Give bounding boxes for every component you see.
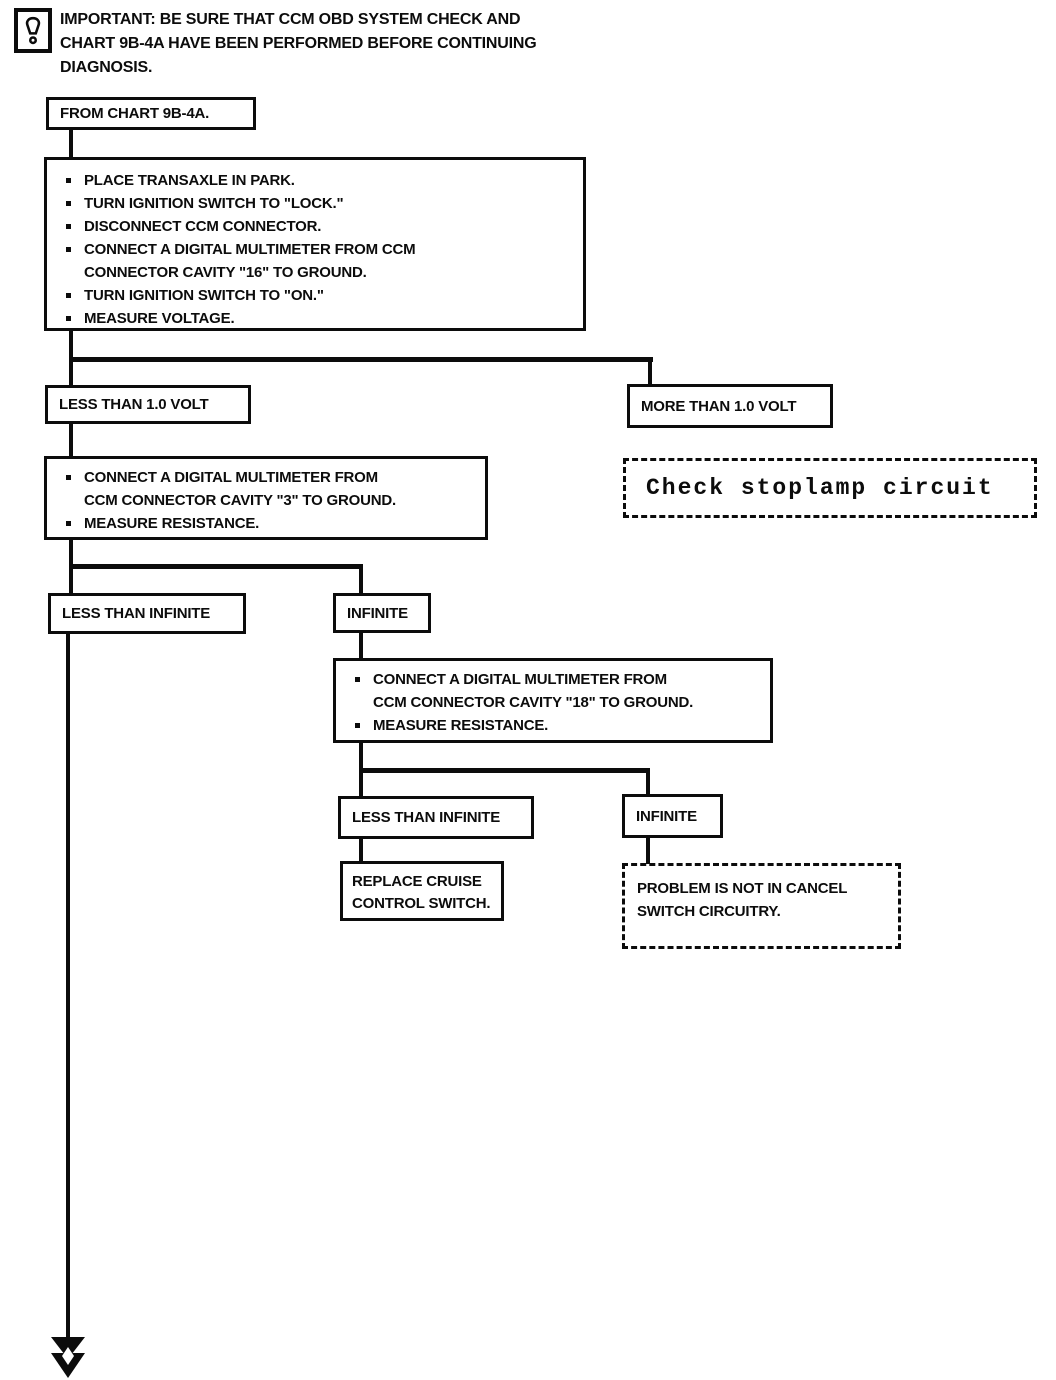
step-item: DISCONNECT CCM CONNECTOR. <box>63 215 495 238</box>
connector-line <box>359 631 363 659</box>
connector-line <box>69 128 73 158</box>
node-less-than-1v-label: LESS THAN 1.0 VOLT <box>59 396 209 413</box>
connector-line <box>359 564 363 594</box>
action-step-list: CONNECT A DIGITAL MULTIMETER FROM CCM CO… <box>63 466 405 535</box>
step-item: PLACE TRANSAXLE IN PARK. <box>63 169 495 192</box>
connector-line <box>359 837 363 862</box>
node-less-than-infinite-2: LESS THAN INFINITE <box>338 796 534 839</box>
node-infinite-2: INFINITE <box>622 794 723 838</box>
connector-line <box>646 768 650 795</box>
node-replace-cruise-switch-label: REPLACE CRUISE CONTROL SWITCH. <box>352 873 491 912</box>
connector-line <box>69 357 653 362</box>
node-check-stoplamp-circuit: Check stoplamp circuit <box>623 458 1037 518</box>
continuation-arrow-icon <box>51 1337 85 1378</box>
node-less-than-infinite-2-label: LESS THAN INFINITE <box>352 809 501 826</box>
node-less-than-infinite-1-label: LESS THAN INFINITE <box>62 605 211 622</box>
connector-line <box>648 357 652 385</box>
connector-line <box>359 768 650 773</box>
step-item: TURN IGNITION SWITCH TO "LOCK." <box>63 192 495 215</box>
connector-line <box>69 422 73 457</box>
step-item: CONNECT A DIGITAL MULTIMETER FROM CCM CO… <box>63 466 405 512</box>
node-from-chart: FROM CHART 9B-4A. <box>46 97 256 130</box>
action-step-list: CONNECT A DIGITAL MULTIMETER FROM CCM CO… <box>352 668 700 737</box>
node-replace-cruise-switch: REPLACE CRUISE CONTROL SWITCH. <box>340 861 504 921</box>
node-action-resistance-cavity3: CONNECT A DIGITAL MULTIMETER FROM CCM CO… <box>44 456 488 540</box>
step-item: TURN IGNITION SWITCH TO "ON." <box>63 284 495 307</box>
node-infinite-1: INFINITE <box>333 593 431 633</box>
step-item: CONNECT A DIGITAL MULTIMETER FROM CCM CO… <box>63 238 495 284</box>
node-less-than-1v: LESS THAN 1.0 VOLT <box>45 385 251 424</box>
step-item: MEASURE RESISTANCE. <box>352 714 700 737</box>
node-action-measure-voltage: PLACE TRANSAXLE IN PARK.TURN IGNITION SW… <box>44 157 586 331</box>
step-item: MEASURE RESISTANCE. <box>63 512 405 535</box>
node-more-than-1v-label: MORE THAN 1.0 VOLT <box>641 397 797 415</box>
step-item: MEASURE VOLTAGE. <box>63 307 495 330</box>
node-infinite-1-label: INFINITE <box>347 604 408 622</box>
connector-line <box>646 836 650 864</box>
node-problem-not-cancel-switch: PROBLEM IS NOT IN CANCEL SWITCH CIRCUITR… <box>622 863 901 949</box>
important-notice: IMPORTANT: BE SURE THAT CCM OBD SYSTEM C… <box>60 11 537 76</box>
step-item: CONNECT A DIGITAL MULTIMETER FROM CCM CO… <box>352 668 700 714</box>
action-step-list: PLACE TRANSAXLE IN PARK.TURN IGNITION SW… <box>63 169 495 330</box>
connector-line <box>69 564 363 569</box>
node-more-than-1v: MORE THAN 1.0 VOLT <box>627 384 833 428</box>
node-problem-not-cancel-switch-label: PROBLEM IS NOT IN CANCEL SWITCH CIRCUITR… <box>637 880 847 920</box>
node-from-chart-label: FROM CHART 9B-4A. <box>60 105 210 122</box>
exclamation-icon <box>14 8 52 53</box>
node-infinite-2-label: INFINITE <box>636 807 697 825</box>
node-less-than-infinite-1: LESS THAN INFINITE <box>48 593 246 634</box>
node-check-stoplamp-label: Check stoplamp circuit <box>646 475 994 501</box>
node-action-resistance-cavity18: CONNECT A DIGITAL MULTIMETER FROM CCM CO… <box>333 658 773 743</box>
continuation-line <box>66 632 70 1339</box>
